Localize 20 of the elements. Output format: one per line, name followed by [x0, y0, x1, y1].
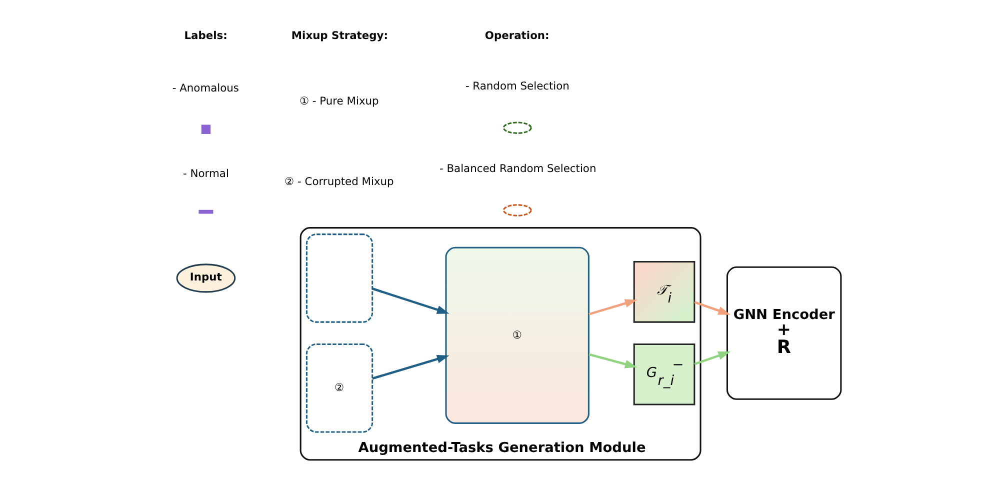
node-box: ②: [305, 343, 373, 433]
arrow: [372, 354, 449, 380]
arrow: [694, 301, 730, 315]
node-ellipse: Input: [176, 264, 236, 293]
legend-label: ① - Pure Mixup: [298, 94, 378, 108]
arrow: [588, 353, 637, 368]
label: Labels:: [184, 29, 227, 42]
label: Mixup Strategy:: [290, 29, 388, 42]
node-box: GNN Encoder + R: [726, 266, 842, 400]
arrow: [372, 288, 449, 314]
node-box: ①: [444, 246, 589, 424]
legend-label: - Normal: [182, 167, 228, 180]
legend-label: - Random Selection: [464, 79, 569, 92]
label: Operation:: [484, 29, 549, 42]
legend-label: - Balanced Random Selection: [438, 162, 596, 175]
arrow: [588, 299, 637, 316]
node-box: [305, 234, 373, 323]
arrow: [694, 352, 730, 366]
legend-label: ② - Corrupted Mixup: [284, 174, 394, 188]
legend-label: - Anomalous: [172, 82, 238, 95]
